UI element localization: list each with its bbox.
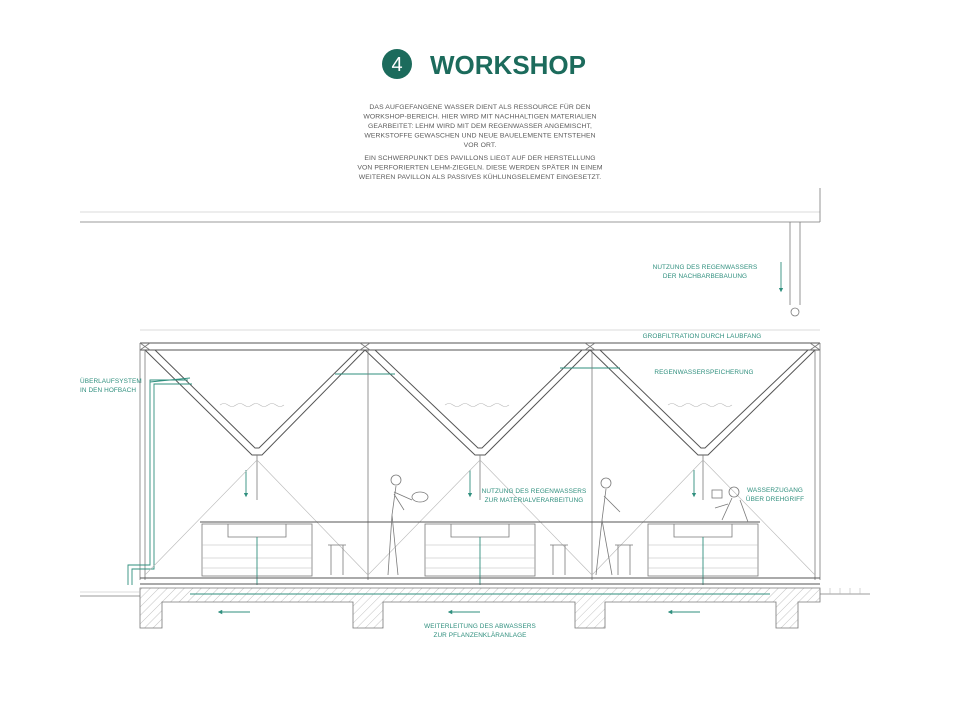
intro-line-7: VON PERFORIERTEN LEHM-ZIEGELN. DIESE WER… [357,164,602,172]
downpipe-outlet [790,307,800,317]
intro-paragraph: DAS AUFGEFANGENE WASSER DIENT ALS RESSOU… [357,103,602,181]
person-figure-3 [711,486,749,523]
overflow-pipe [127,379,192,585]
intro-line-8: WEITEREN PAVILLON ALS PASSIVES KÜHLUNGSE… [359,173,602,181]
intro-line-4: WERKSTOFFE GEWASCHEN UND NEUE BAUELEMENT… [364,133,595,140]
bracing [144,459,816,576]
label-abwasser-1: WEITERLEITUNG DES ABWASSERS [424,623,536,630]
intro-line-3: GEARBEITET: LEHM WIRD MIT DEM REGENWASSE… [368,123,592,130]
label-wasserzugang-1: WASSERZUGANG [747,487,803,494]
label-ueberlauf-2: IN DEN HOFBACH [80,387,136,394]
label-abwasser-2: ZUR PFLANZENKLÄRANLAGE [433,631,526,639]
label-materialverarbeitung-2: ZUR MATERIALVERARBEITUNG [485,497,584,504]
label-nutzung-nachbar-2: DER NACHBARBEBAUUNG [663,273,747,280]
intro-line-2: WORKSHOP-BEREICH. HIER WIRD MIT NACHHALT… [363,114,596,121]
label-speicherung: REGENWASSERSPEICHERUNG [654,369,753,376]
page-title: WORKSHOP [430,50,586,80]
intro-line-1: DAS AUFGEFANGENE WASSER DIENT ALS RESSOU… [369,103,590,111]
intro-line-6: EIN SCHWERPUNKT DES PAVILLONS LIEGT AUF … [364,155,595,162]
label-grobfiltration: GROBFILTRATION DURCH LAUBFANG [643,333,762,340]
section-number: 4 [391,54,402,76]
columns [139,343,821,580]
work-tables [200,521,760,585]
roof-truss [139,329,821,500]
person-figure-1 [387,474,429,576]
label-wasserzugang-2: ÜBER DREHGRIFF [746,495,804,503]
section-number-badge [382,49,412,79]
label-ueberlauf-1: ÜBERLAUFSYSTEM [80,377,142,385]
person-figure-2 [595,477,621,576]
header: 4 WORKSHOP [382,49,586,80]
floor-foundation [80,577,870,629]
annotations: NUTZUNG DES REGENWASSERS DER NACHBARBEBA… [80,264,804,639]
label-nutzung-nachbar-1: NUTZUNG DES REGENWASSERS [653,264,758,271]
label-materialverarbeitung-1: NUTZUNG DES REGENWASSERS [482,488,587,495]
neighbour-building [80,188,821,317]
person-figures [387,474,749,576]
intro-line-5: VOR ORT. [464,142,497,149]
